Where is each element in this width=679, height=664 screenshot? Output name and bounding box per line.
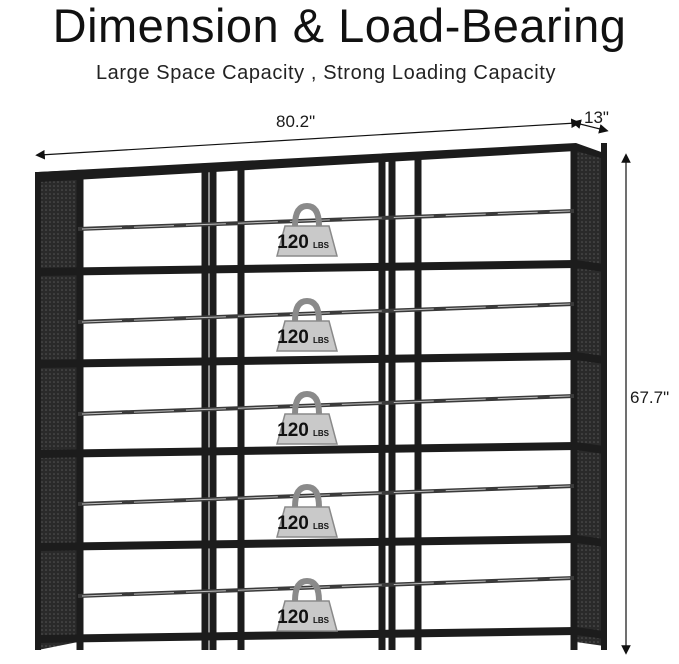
weight-icon: 120 LBS [276, 390, 338, 445]
weight-icon: 120 LBS [276, 483, 338, 538]
vertical-post [237, 161, 245, 650]
back-rail-highlight [81, 485, 571, 505]
weight-icon: 120 LBS [276, 202, 338, 257]
weight-body [276, 506, 338, 538]
top-rail [38, 143, 604, 182]
shelf-board [38, 442, 604, 458]
page-subtitle: Large Space Capacity , Strong Loading Ca… [95, 62, 557, 84]
back-rail-highlight [81, 577, 571, 597]
vertical-post [601, 143, 607, 650]
weight-unit: LBS [313, 241, 330, 250]
shelf-board [38, 535, 604, 551]
page-title: Dimension & Load-Bearing [52, 0, 627, 52]
width-dimension-label: 80.2" [276, 112, 316, 131]
back-rail-highlight [81, 303, 571, 323]
weight-value: 120 [277, 327, 309, 348]
shelf-board [38, 260, 604, 276]
vertical-post [209, 163, 217, 650]
weight-handle [292, 483, 322, 508]
weight-icon: 120 LBS [276, 297, 338, 352]
weight-unit: LBS [313, 429, 330, 438]
weight-handle [292, 577, 322, 602]
back-rail-highlight [81, 395, 571, 415]
height-dimension-label: 67.7" [630, 388, 670, 407]
back-rail-highlight [81, 210, 571, 230]
weight-value: 120 [277, 513, 309, 534]
depth-arrow-icon [571, 119, 609, 134]
shelf-frame [35, 143, 607, 651]
weight-body [276, 320, 338, 352]
shelf-board [38, 627, 604, 643]
depth-dimension-label: 13" [584, 108, 609, 127]
side-panel-right [576, 147, 604, 646]
weight-unit: LBS [313, 522, 330, 531]
weight-handle [292, 202, 322, 227]
weight-value: 120 [277, 420, 309, 441]
vertical-post [35, 172, 41, 650]
vertical-post [201, 163, 209, 650]
vertical-post [76, 169, 84, 650]
width-arrow-icon [35, 118, 581, 160]
weight-unit: LBS [313, 616, 330, 625]
weight-body [276, 225, 338, 257]
weight-icon: 120 LBS [276, 577, 338, 632]
weight-body [276, 600, 338, 632]
weight-handle [292, 390, 322, 415]
shelf-board [38, 352, 604, 368]
weight-value: 120 [277, 607, 309, 628]
side-panel-left [38, 170, 78, 650]
weight-value: 120 [277, 232, 309, 253]
weight-unit: LBS [313, 336, 330, 345]
weight-handle [292, 297, 322, 322]
weight-body [276, 413, 338, 445]
